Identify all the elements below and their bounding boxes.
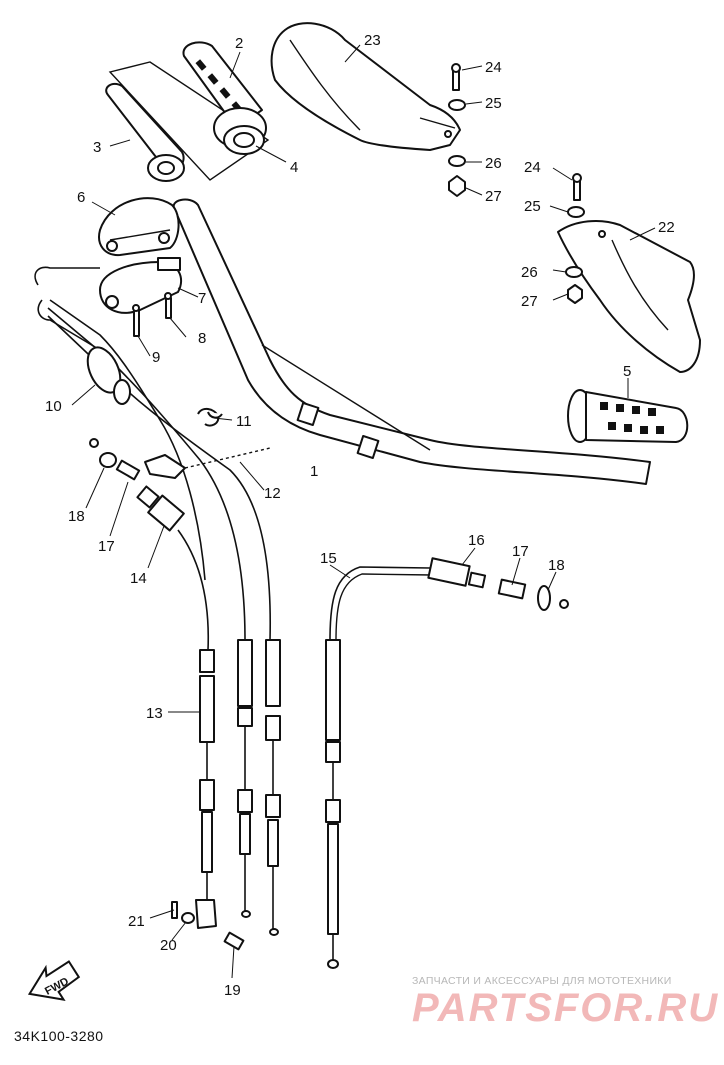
callout-20: 20 <box>160 937 177 954</box>
callout-17: 17 <box>512 543 529 560</box>
callout-6: 6 <box>77 189 85 206</box>
callout-21: 21 <box>128 913 145 930</box>
callout-15: 15 <box>320 550 337 567</box>
callout-24: 24 <box>485 59 502 76</box>
fwd-arrow: FWD <box>27 960 81 1001</box>
callout-2: 2 <box>235 35 243 52</box>
watermark-tagline: ЗАПЧАСТИ И АКСЕССУАРЫ ДЛЯ МОТОТЕХНИКИ <box>412 975 672 987</box>
lower-cables <box>237 639 281 936</box>
callout-9: 9 <box>152 349 160 366</box>
callout-25: 25 <box>485 95 502 112</box>
callout-18: 18 <box>548 557 565 574</box>
callout-18-left: 18 <box>68 508 85 525</box>
watermark-logo: PARTSFOR.RU <box>412 986 720 1030</box>
document-code: 34K100-3280 <box>14 1028 104 1044</box>
callout-5: 5 <box>623 363 631 380</box>
callout-26: 26 <box>485 155 502 172</box>
cable-bundle <box>34 266 272 641</box>
callout-27-right: 27 <box>521 293 538 310</box>
callout-26-right: 26 <box>521 264 538 281</box>
clutch-cable <box>325 557 569 969</box>
left-guard-fasteners <box>448 63 466 197</box>
leader-lines <box>71 44 656 979</box>
right-handguard <box>557 220 701 373</box>
callout-labels: 1 2 3 4 5 6 7 8 9 10 11 12 13 14 15 16 1… <box>45 32 675 999</box>
callout-1: 1 <box>310 463 318 480</box>
callout-4: 4 <box>290 159 298 176</box>
callout-8: 8 <box>198 330 206 347</box>
throttle-tube <box>105 61 270 182</box>
callout-24-right: 24 <box>524 159 541 176</box>
throttle-cable <box>136 485 245 951</box>
grip-ribs <box>600 402 664 434</box>
left-grip <box>182 41 267 155</box>
callout-12: 12 <box>264 485 281 502</box>
handlebar <box>172 198 651 485</box>
callout-16: 16 <box>468 532 485 549</box>
left-handguard <box>270 22 461 151</box>
callout-3: 3 <box>93 139 101 156</box>
callout-13: 13 <box>146 705 163 722</box>
callout-10: 10 <box>45 398 62 415</box>
callout-11: 11 <box>236 413 252 430</box>
callout-19: 19 <box>224 982 241 999</box>
callout-17-left: 17 <box>98 538 115 555</box>
left-adjuster-fasteners <box>89 438 141 481</box>
callout-7: 7 <box>198 290 206 307</box>
callout-25-right: 25 <box>524 198 541 215</box>
callout-23: 23 <box>364 32 381 49</box>
callout-14: 14 <box>130 570 147 587</box>
right-guard-fasteners <box>565 173 585 304</box>
throttle-housing <box>98 197 183 337</box>
callout-27: 27 <box>485 188 502 205</box>
callout-22: 22 <box>658 219 675 236</box>
right-grip <box>567 389 689 443</box>
